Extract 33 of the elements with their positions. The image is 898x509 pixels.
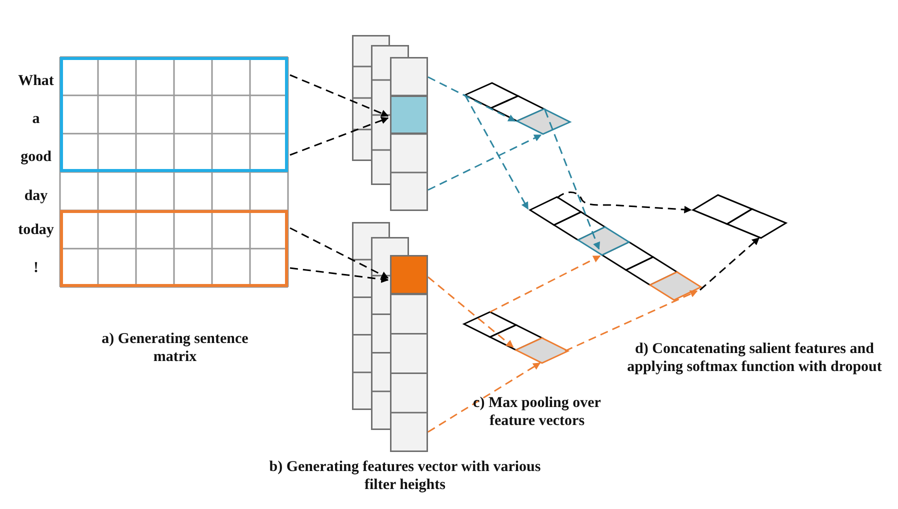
caption: a) Generating sentence matrix [100, 330, 250, 366]
dashed-arrow [290, 116, 389, 156]
dashed-arrow [544, 110, 600, 250]
softmax-output-vector [693, 195, 786, 238]
dashed-arrow [464, 94, 529, 210]
row-word: good [20, 148, 52, 166]
pooled-feature-vector [464, 312, 568, 363]
dashed-arrow [290, 74, 389, 117]
dashed-arrow [428, 76, 516, 122]
filter-window [60, 210, 288, 287]
dashed-arrow [556, 192, 692, 214]
dashed-arrow [428, 134, 542, 191]
row-word: today [17, 221, 55, 239]
caption: d) Concatenating salient features and applying softmax function with dropout [626, 340, 883, 376]
filter-window [60, 57, 288, 172]
dashed-arrow [428, 362, 541, 433]
dashed-arrow [564, 290, 698, 352]
sentence-matrix [60, 57, 288, 287]
dashed-arrow [428, 276, 514, 348]
dashed-arrow [700, 237, 760, 291]
feature-map-stack [352, 222, 428, 452]
dashed-arrow [490, 255, 601, 313]
dashed-arrow [290, 227, 389, 279]
row-word: ! [32, 259, 40, 277]
row-word: day [23, 187, 49, 205]
row-word: What [17, 72, 55, 90]
concatenated-feature-vector [530, 197, 701, 300]
feature-map-stack [352, 35, 428, 212]
caption: b) Generating features vector with various filter heights [268, 458, 542, 494]
caption: c) Max pooling over feature vectors [472, 394, 602, 430]
dashed-arrow [290, 267, 389, 283]
row-word: a [31, 110, 41, 128]
pooled-feature-vector [465, 83, 570, 134]
